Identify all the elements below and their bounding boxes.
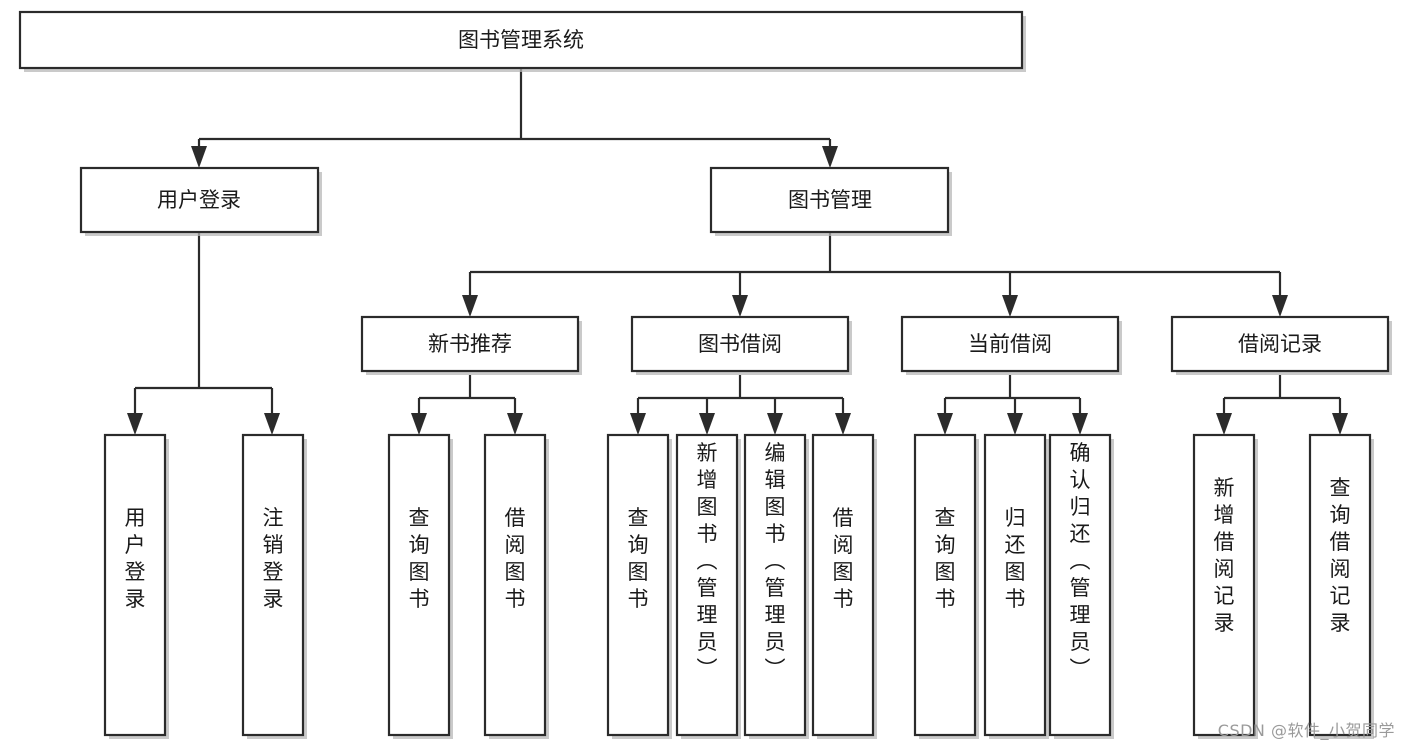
node-book-management-label: 图书管理 xyxy=(788,188,872,212)
node-leaf-logout-login[interactable]: 注销登录 xyxy=(241,433,307,739)
node-new-book-recommend-label: 新书推荐 xyxy=(428,332,512,356)
node-leaf-query-record-box[interactable] xyxy=(1308,433,1372,737)
node-leaf-logout-login-box[interactable] xyxy=(241,433,305,737)
arrow-leaf-logout-login xyxy=(264,413,280,435)
node-root[interactable]: 图书管理系统 xyxy=(18,10,1026,72)
node-leaf-edit-book-label: 编辑图书︵管理员︶ xyxy=(765,441,786,681)
node-leaf-query-book-3-box[interactable] xyxy=(913,433,977,737)
arrow-user-login xyxy=(191,146,207,168)
node-leaf-query-record[interactable]: 查询借阅记录 xyxy=(1308,433,1374,739)
node-leaf-confirm-return-label: 确认归还︵管理员︶ xyxy=(1070,441,1091,681)
arrow-current-borrow xyxy=(1002,295,1018,317)
node-leaf-return-book-box[interactable] xyxy=(983,433,1047,737)
node-leaf-confirm-return-box[interactable] xyxy=(1048,433,1112,737)
node-leaf-user-login-box[interactable] xyxy=(103,433,167,737)
node-leaf-add-record-label: 新增借阅记录 xyxy=(1214,476,1235,635)
node-book-borrow[interactable]: 图书借阅 xyxy=(630,315,852,375)
node-leaf-return-book-label: 归还图书 xyxy=(1005,506,1026,611)
node-current-borrow[interactable]: 当前借阅 xyxy=(900,315,1122,375)
node-leaf-add-record[interactable]: 新增借阅记录 xyxy=(1192,433,1258,739)
arrow-book-management xyxy=(822,146,838,168)
node-leaf-query-book-2-box[interactable] xyxy=(606,433,670,737)
arrow-borrow-record xyxy=(1272,295,1288,317)
node-leaf-borrow-book-2[interactable]: 借阅图书 xyxy=(811,433,877,739)
node-book-management-box[interactable] xyxy=(709,166,950,234)
arrow-leaf-query-book-2 xyxy=(630,413,646,435)
node-leaf-borrow-book-1[interactable]: 借阅图书 xyxy=(483,433,549,739)
node-leaf-return-book[interactable]: 归还图书 xyxy=(983,433,1049,739)
node-leaf-user-login-label: 用户登录 xyxy=(125,506,146,611)
node-leaf-query-book-3[interactable]: 查询图书 xyxy=(913,433,979,739)
arrow-leaf-query-book-3 xyxy=(937,413,953,435)
node-leaf-borrow-book-2-box[interactable] xyxy=(811,433,875,737)
node-leaf-add-book[interactable]: 新增图书︵管理员︶ xyxy=(675,433,741,739)
node-user-login-label: 用户登录 xyxy=(157,188,241,212)
node-leaf-query-book-1-box[interactable] xyxy=(387,433,451,737)
node-leaf-edit-book[interactable]: 编辑图书︵管理员︶ xyxy=(743,433,809,739)
arrow-leaf-add-book xyxy=(699,413,715,435)
node-book-management[interactable]: 图书管理 xyxy=(709,166,952,236)
node-leaf-query-book-1-label: 查询图书 xyxy=(409,506,430,611)
node-book-borrow-box[interactable] xyxy=(630,315,850,373)
node-new-book-recommend[interactable]: 新书推荐 xyxy=(360,315,582,375)
node-root-box[interactable] xyxy=(18,10,1024,70)
node-leaf-user-login[interactable]: 用户登录 xyxy=(103,433,169,739)
node-new-book-recommend-box[interactable] xyxy=(360,315,580,373)
connector-layer xyxy=(127,68,1348,435)
node-leaf-add-record-box[interactable] xyxy=(1192,433,1256,737)
node-leaf-borrow-book-1-label: 借阅图书 xyxy=(505,506,526,611)
arrow-leaf-borrow-book-1 xyxy=(507,413,523,435)
node-leaf-logout-login-label: 注销登录 xyxy=(263,506,284,611)
arrow-book-borrow xyxy=(732,295,748,317)
node-leaf-edit-book-box[interactable] xyxy=(743,433,807,737)
node-leaf-query-record-label: 查询借阅记录 xyxy=(1330,476,1351,635)
node-leaf-add-book-box[interactable] xyxy=(675,433,739,737)
node-user-login[interactable]: 用户登录 xyxy=(79,166,322,236)
node-borrow-record-label: 借阅记录 xyxy=(1238,332,1322,356)
node-leaf-borrow-book-1-box[interactable] xyxy=(483,433,547,737)
node-root-label: 图书管理系统 xyxy=(458,28,584,52)
arrow-new-book-recommend xyxy=(462,295,478,317)
node-leaf-confirm-return[interactable]: 确认归还︵管理员︶ xyxy=(1048,433,1114,739)
node-leaf-query-book-2-label: 查询图书 xyxy=(628,506,649,611)
arrow-leaf-user-login xyxy=(127,413,143,435)
arrow-leaf-add-record xyxy=(1216,413,1232,435)
node-leaf-add-book-label: 新增图书︵管理员︶ xyxy=(697,441,718,681)
node-leaf-query-book-3-label: 查询图书 xyxy=(935,506,956,611)
arrow-leaf-query-book-1 xyxy=(411,413,427,435)
arrow-leaf-query-record xyxy=(1332,413,1348,435)
node-borrow-record[interactable]: 借阅记录 xyxy=(1170,315,1392,375)
node-leaf-borrow-book-2-label: 借阅图书 xyxy=(833,506,854,611)
node-current-borrow-label: 当前借阅 xyxy=(968,332,1052,356)
node-borrow-record-box[interactable] xyxy=(1170,315,1390,373)
node-current-borrow-box[interactable] xyxy=(900,315,1120,373)
node-user-login-box[interactable] xyxy=(79,166,320,234)
arrow-leaf-edit-book xyxy=(767,413,783,435)
node-leaf-query-book-1[interactable]: 查询图书 xyxy=(387,433,453,739)
arrow-leaf-return-book xyxy=(1007,413,1023,435)
arrow-leaf-confirm-return xyxy=(1072,413,1088,435)
node-leaf-query-book-2[interactable]: 查询图书 xyxy=(606,433,672,739)
node-book-borrow-label: 图书借阅 xyxy=(698,332,782,356)
arrow-leaf-borrow-book-2 xyxy=(835,413,851,435)
